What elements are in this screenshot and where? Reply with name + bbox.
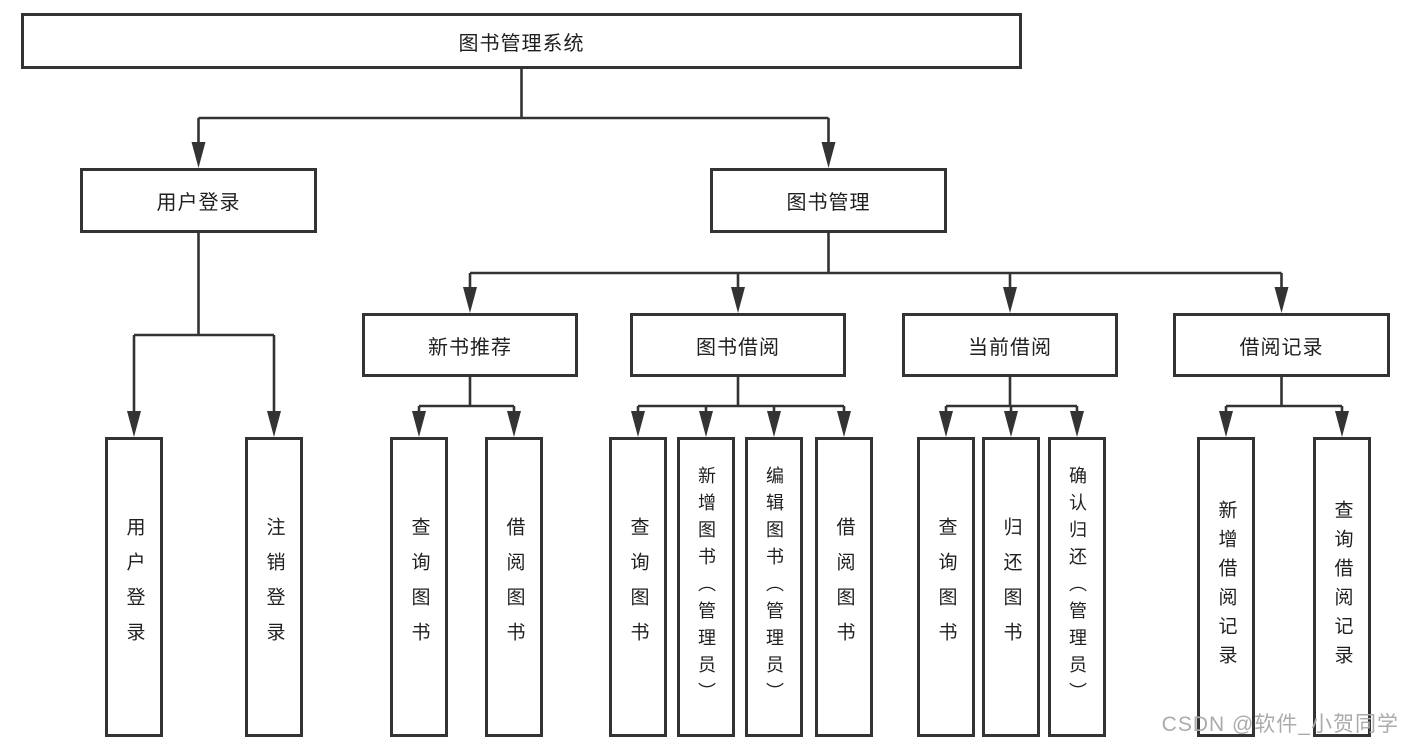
leaf-label: 借阅图书: [833, 517, 855, 657]
leaf-query-books-borrow: 查询图书: [609, 437, 667, 737]
leaf-return-book: 归还图书: [982, 437, 1040, 737]
leaf-confirm-return-admin: 确认归还（管理员）: [1048, 437, 1106, 737]
leaf-label: 查询借阅记录: [1331, 500, 1353, 674]
node-root: 图书管理系统: [21, 13, 1022, 69]
leaf-label: 注销登录: [263, 517, 285, 657]
leaf-query-borrow-record: 查询借阅记录: [1313, 437, 1371, 737]
leaf-add-book-admin: 新增图书（管理员）: [677, 437, 735, 737]
leaf-borrow-books-borrow: 借阅图书: [815, 437, 873, 737]
leaf-label: 确认归还（管理员）: [1067, 465, 1087, 709]
node-user-login: 用户登录: [80, 168, 317, 233]
leaf-label: 新增借阅记录: [1215, 500, 1237, 674]
node-book-borrow: 图书借阅: [630, 313, 846, 377]
leaf-label: 查询图书: [935, 517, 957, 657]
leaf-logout: 注销登录: [245, 437, 303, 737]
leaf-edit-book-admin: 编辑图书（管理员）: [745, 437, 803, 737]
leaf-query-books-recommend: 查询图书: [390, 437, 448, 737]
leaf-query-books-current: 查询图书: [917, 437, 975, 737]
node-borrow-records: 借阅记录: [1173, 313, 1390, 377]
leaf-user-login: 用户登录: [105, 437, 163, 737]
leaf-label: 新增图书（管理员）: [696, 465, 716, 709]
leaf-borrow-books-recommend: 借阅图书: [485, 437, 543, 737]
node-current-borrow: 当前借阅: [902, 313, 1118, 377]
leaf-label: 借阅图书: [503, 517, 525, 657]
leaf-label: 查询图书: [408, 517, 430, 657]
leaf-label: 查询图书: [627, 517, 649, 657]
node-book-management: 图书管理: [710, 168, 947, 233]
node-new-book-recommend: 新书推荐: [362, 313, 578, 377]
leaf-label: 编辑图书（管理员）: [764, 465, 784, 709]
csdn-watermark: CSDN @软件_小贺同学: [1161, 713, 1399, 736]
leaf-label: 用户登录: [123, 517, 145, 657]
leaf-label: 归还图书: [1000, 517, 1022, 657]
leaf-add-borrow-record: 新增借阅记录: [1197, 437, 1255, 737]
